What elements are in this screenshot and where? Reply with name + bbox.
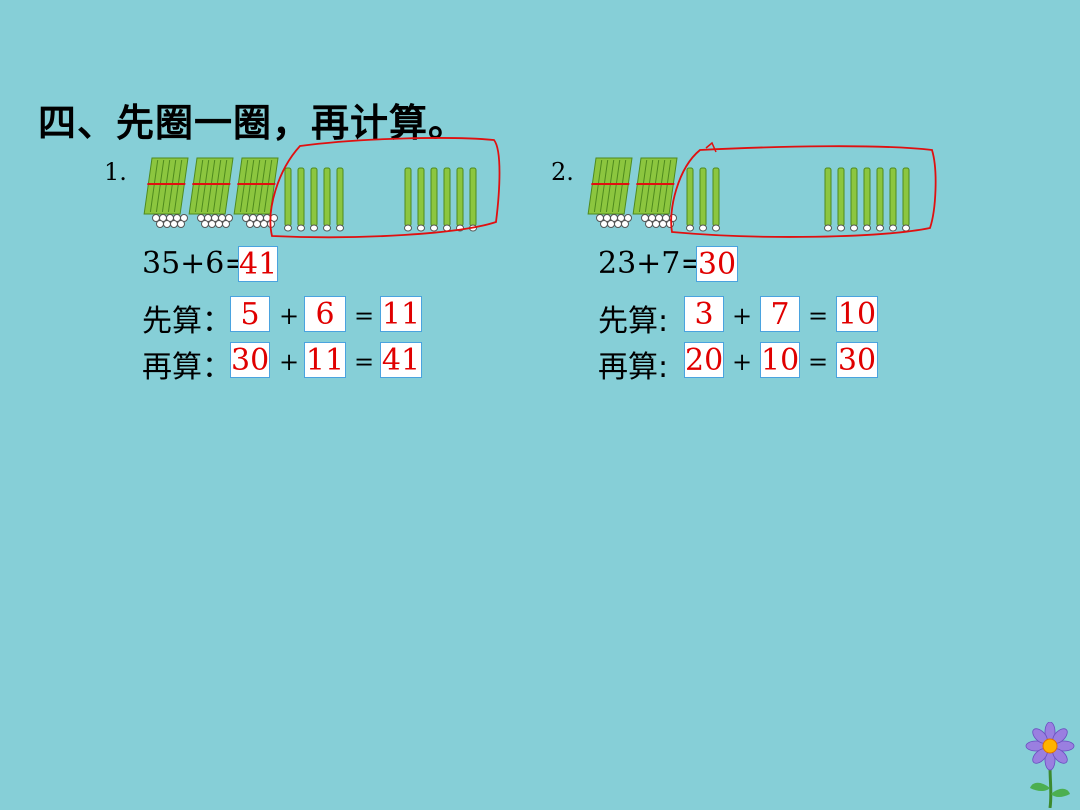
problem-1-number: 1. bbox=[104, 158, 127, 186]
single-stick-icon bbox=[850, 167, 858, 232]
flower-icon bbox=[1025, 722, 1075, 808]
problem-2-first-b[interactable]: 7 bbox=[760, 296, 800, 332]
page-title: 四、先圈一圈，再计算。 bbox=[38, 101, 468, 145]
single-stick-icon bbox=[889, 167, 897, 232]
single-stick-icon bbox=[404, 167, 412, 232]
equals-sign: = bbox=[354, 348, 375, 376]
single-stick-icon bbox=[443, 167, 451, 232]
single-stick-icon bbox=[430, 167, 438, 232]
problem-2-then-a[interactable]: 20 bbox=[684, 342, 724, 378]
problem-1-then-c[interactable]: 41 bbox=[380, 342, 422, 378]
single-stick-icon bbox=[712, 167, 720, 232]
problem-1-loose-sticks bbox=[284, 167, 477, 232]
equals-sign: = bbox=[808, 302, 829, 330]
problem-2-then-b[interactable]: 10 bbox=[760, 342, 800, 378]
problem-2-circle bbox=[670, 145, 937, 238]
problem-2-equation: 23+7= bbox=[598, 246, 706, 281]
problem-2-first-a[interactable]: 3 bbox=[684, 296, 724, 332]
problem-1-then-b[interactable]: 11 bbox=[304, 342, 346, 378]
single-stick-icon bbox=[863, 167, 871, 232]
problem-1-circle bbox=[269, 137, 501, 239]
single-stick-icon bbox=[336, 167, 344, 232]
single-stick-icon bbox=[469, 167, 477, 232]
single-stick-icon bbox=[699, 167, 707, 232]
single-stick-icon bbox=[902, 167, 910, 232]
problem-1-bundles bbox=[142, 157, 280, 229]
single-stick-icon bbox=[837, 167, 845, 232]
problem-1-first-row: 先算： 5 + 6 = 11 bbox=[142, 296, 442, 339]
problem-2-first-label: 先算: bbox=[598, 304, 669, 339]
problem-1-answer-box[interactable]: 41 bbox=[238, 246, 278, 282]
bundle-of-sticks-icon bbox=[232, 157, 280, 229]
single-stick-icon bbox=[824, 167, 832, 232]
single-stick-icon bbox=[297, 167, 305, 232]
problem-1-first-b[interactable]: 6 bbox=[304, 296, 346, 332]
single-stick-icon bbox=[323, 167, 331, 232]
problem-2-then-c[interactable]: 30 bbox=[836, 342, 878, 378]
problem-1-then-row: 再算： 30 + 11 = 41 bbox=[142, 342, 442, 385]
bundle-of-sticks-icon bbox=[586, 157, 634, 229]
plus-sign: + bbox=[732, 348, 753, 376]
plus-sign: + bbox=[732, 302, 753, 330]
problem-1-equation-row: 35+6= 41 bbox=[142, 246, 442, 288]
problem-2-then-row: 再算: 20 + 10 = 30 bbox=[598, 342, 898, 385]
problem-2-loose-sticks bbox=[686, 167, 910, 232]
single-stick-icon bbox=[417, 167, 425, 232]
single-stick-icon bbox=[456, 167, 464, 232]
single-stick-icon bbox=[876, 167, 884, 232]
problem-2-first-row: 先算: 3 + 7 = 10 bbox=[598, 296, 898, 339]
plus-sign: + bbox=[279, 348, 300, 376]
problem-1-first-c[interactable]: 11 bbox=[380, 296, 422, 332]
problem-1-then-label: 再算： bbox=[142, 350, 232, 385]
bundle-of-sticks-icon bbox=[142, 157, 190, 229]
problem-2-number: 2. bbox=[551, 158, 574, 186]
equals-sign: = bbox=[354, 302, 375, 330]
problem-1-equation: 35+6= bbox=[142, 246, 250, 281]
single-stick-icon bbox=[284, 167, 292, 232]
problem-2-then-label: 再算: bbox=[598, 350, 669, 385]
single-stick-icon bbox=[310, 167, 318, 232]
problem-1-then-a[interactable]: 30 bbox=[230, 342, 270, 378]
problem-2-bundles bbox=[586, 157, 679, 229]
problem-2-first-c[interactable]: 10 bbox=[836, 296, 878, 332]
problem-2-answer-box[interactable]: 30 bbox=[696, 246, 738, 282]
plus-sign: + bbox=[279, 302, 300, 330]
equals-sign: = bbox=[808, 348, 829, 376]
problem-2-equation-row: 23+7= 30 bbox=[598, 246, 898, 288]
problem-1-first-label: 先算： bbox=[142, 304, 232, 339]
single-stick-icon bbox=[686, 167, 694, 232]
problem-1-first-a[interactable]: 5 bbox=[230, 296, 270, 332]
bundle-of-sticks-icon bbox=[187, 157, 235, 229]
